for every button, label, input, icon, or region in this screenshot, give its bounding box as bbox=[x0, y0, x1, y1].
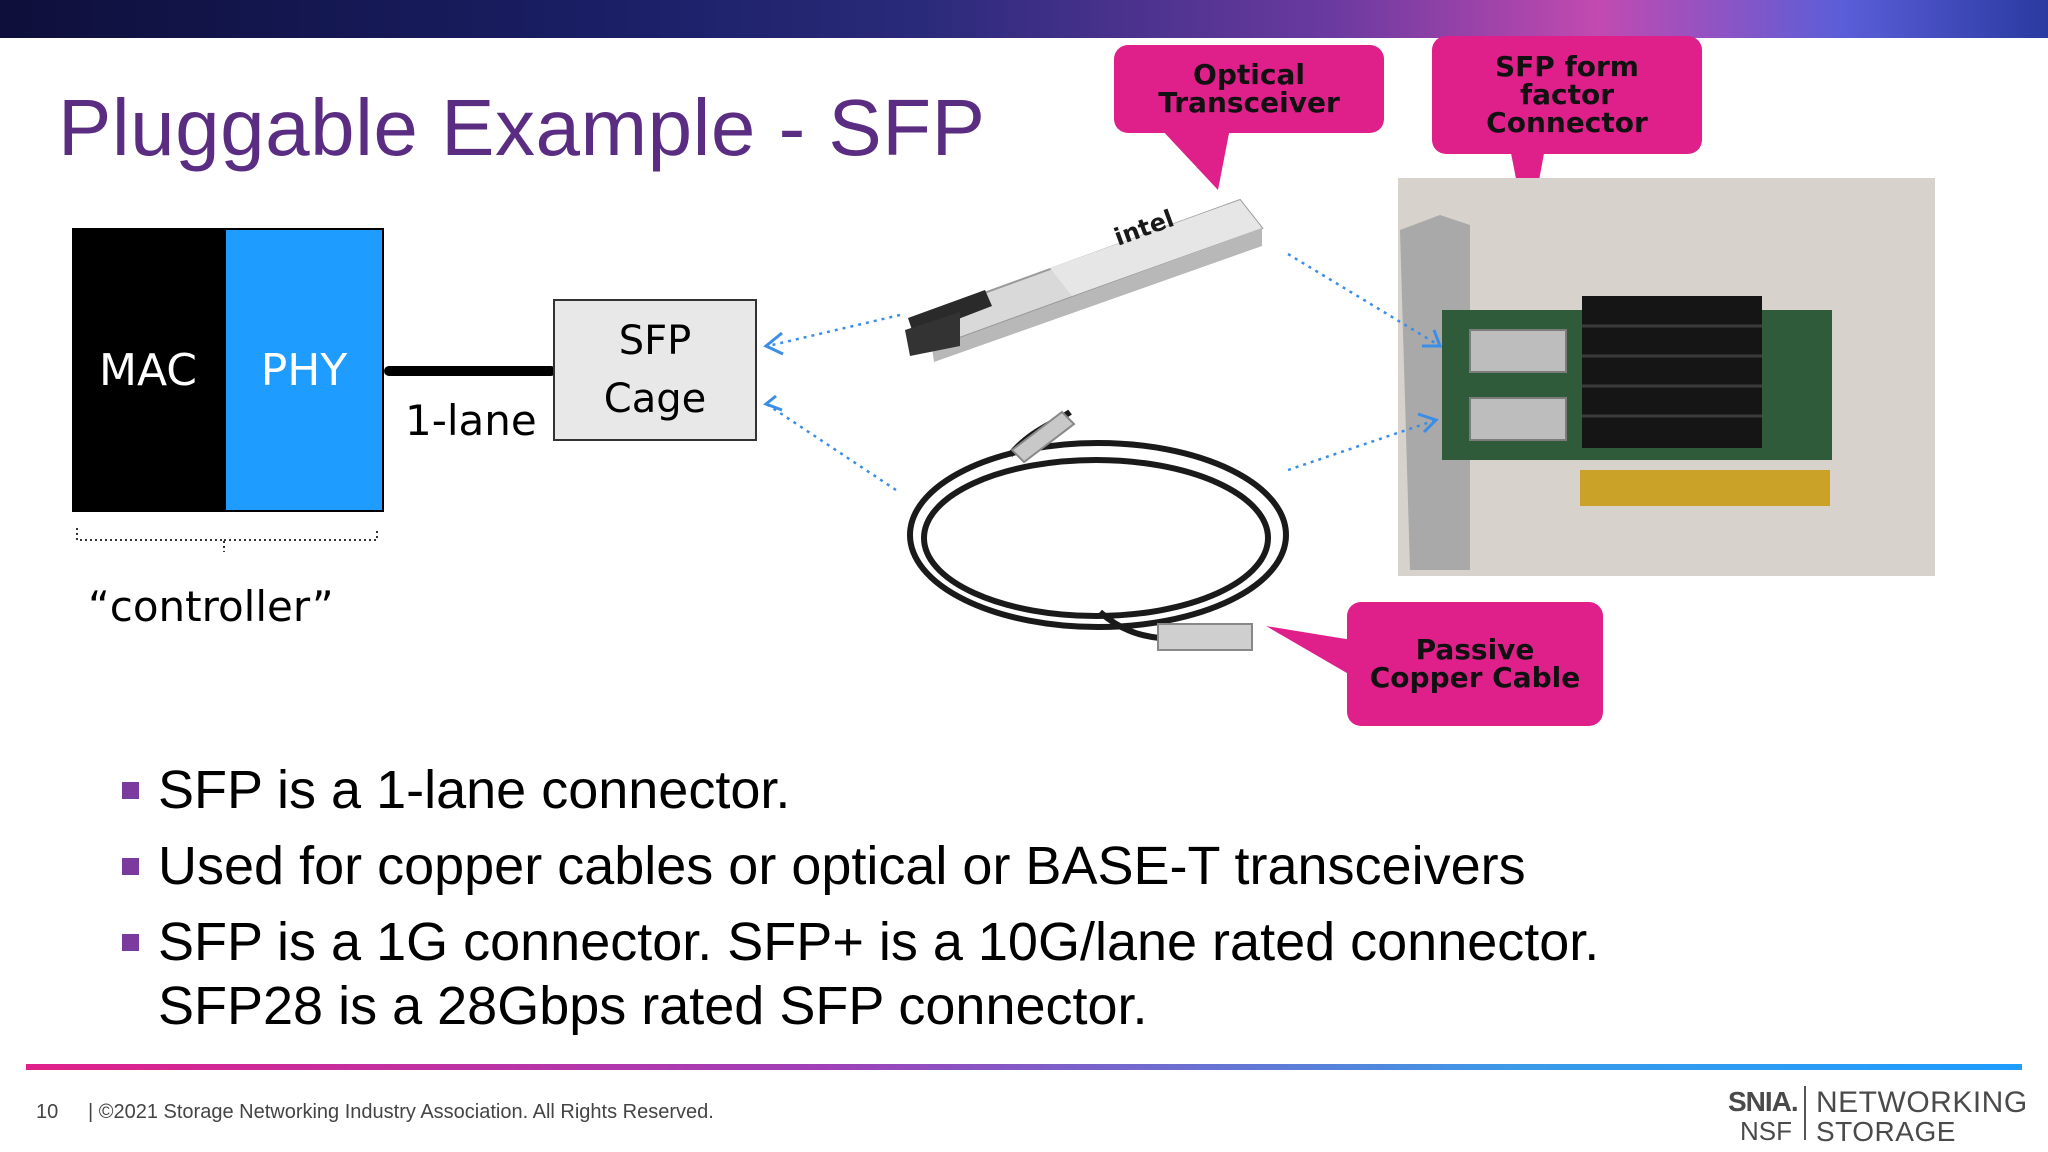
bullet-list: SFP is a 1-lane connector. Used for copp… bbox=[122, 758, 1938, 1050]
arrows bbox=[767, 252, 1441, 492]
cage-label-line2: Cage bbox=[603, 376, 707, 422]
bullet-text: Used for copper cables or optical or BAS… bbox=[158, 836, 1526, 896]
bullet-item: SFP is a 1-lane connector. bbox=[122, 758, 1938, 822]
snia-logo: SNIA. NSF NETWORKING STORAGE bbox=[1728, 1084, 2027, 1147]
controller-label: “controller” bbox=[88, 582, 334, 631]
arrow-cable-to-cage bbox=[767, 403, 897, 492]
lane-connection-line bbox=[384, 366, 556, 376]
header-banner bbox=[0, 0, 2048, 38]
phy-block: PHY bbox=[224, 228, 384, 512]
callout-connector-text: SFP form factor Connector bbox=[1486, 50, 1648, 139]
optical-transceiver-image: intel bbox=[905, 198, 1264, 362]
callout-cable-text: Passive Copper Cable bbox=[1369, 633, 1581, 694]
bullet-text: SFP is a 1G connector. SFP+ is a 10G/lan… bbox=[158, 912, 1600, 1036]
logo-storage-text: STORAGE bbox=[1816, 1116, 1956, 1147]
footer-divider bbox=[26, 1064, 2022, 1070]
mac-label: MAC bbox=[98, 344, 197, 396]
cable-callout-pointer bbox=[1266, 626, 1352, 676]
callout-optical-text: Optical Transceiver bbox=[1158, 58, 1340, 119]
bullet-square-icon bbox=[122, 858, 139, 875]
optical-callout-pointer bbox=[1160, 128, 1230, 190]
logo-snia-text: SNIA. bbox=[1728, 1086, 1799, 1117]
bullet-item: SFP is a 1G connector. SFP+ is a 10G/lan… bbox=[122, 910, 1938, 1038]
lane-label: 1-lane bbox=[405, 396, 537, 445]
logo-nsf-text: NSF bbox=[1740, 1116, 1792, 1146]
callout-sfp-connector: SFP form factor Connector bbox=[1432, 36, 1702, 154]
network-card-image bbox=[1398, 178, 1935, 576]
logo-divider bbox=[1804, 1086, 1806, 1140]
arrow-transceiver-to-cage bbox=[767, 313, 901, 348]
callout-copper-cable: Passive Copper Cable bbox=[1347, 602, 1603, 726]
cable-connector-bottom bbox=[1157, 623, 1253, 651]
page-number: 10 bbox=[36, 1101, 59, 1123]
logo-networking-text: NETWORKING bbox=[1816, 1086, 2028, 1119]
arrow-cable-to-card bbox=[1287, 418, 1437, 472]
callout-optical-transceiver: Optical Transceiver bbox=[1114, 45, 1384, 133]
arrow-transceiver-to-card bbox=[1287, 252, 1441, 348]
bullet-text: SFP is a 1-lane connector. bbox=[158, 760, 791, 820]
bullet-square-icon bbox=[122, 782, 139, 799]
bullet-square-icon bbox=[122, 934, 139, 951]
arrowheads bbox=[763, 329, 1443, 434]
cage-label-line1: SFP bbox=[618, 318, 692, 364]
sfp-cage-box: SFP Cage bbox=[553, 299, 757, 441]
bullet-item: Used for copper cables or optical or BAS… bbox=[122, 834, 1938, 898]
copyright-text: | ©2021 Storage Networking Industry Asso… bbox=[88, 1101, 714, 1123]
cable-connector-top bbox=[1010, 410, 1076, 464]
mac-block: MAC bbox=[72, 228, 224, 512]
slide-title: Pluggable Example - SFP bbox=[58, 83, 986, 172]
controller-brace bbox=[76, 528, 378, 552]
copper-cable-image bbox=[907, 409, 1289, 641]
phy-label: PHY bbox=[260, 344, 348, 396]
